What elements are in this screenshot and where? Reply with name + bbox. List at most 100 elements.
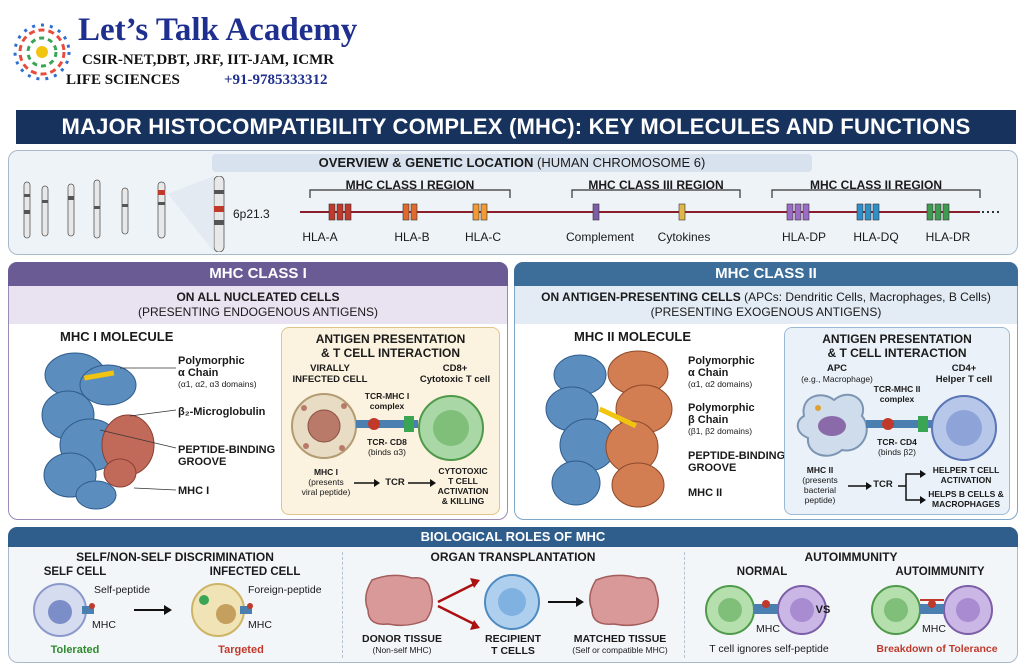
class1-molecule-title: MHC I MOLECULE [60,329,174,344]
class2-sub2: (PRESENTING EXOGENOUS ANTIGENS) [650,305,882,319]
mhc1-groove-label: PEPTIDE-BINDING [178,444,276,456]
class2-flow-mhc-2: (presents [802,475,838,485]
mhc1-b2m-label: β₂-Microglobulin [178,406,266,418]
virus-nucleus [307,409,341,443]
mhc2-beta-domains: (β1, β2 domains) [688,426,753,436]
autoimmunity-title: AUTOIMMUNITY [804,550,898,564]
class1-infected-cell-label: VIRALLY [310,363,350,374]
mhc1-alpha-domains: (α1, α2, α3 domains) [178,379,257,389]
overview-heading: OVERVIEW & GENETIC LOCATION (HUMAN CHROM… [212,154,812,172]
chromosome-3 [67,183,75,237]
class1-complex-label: TCR-MHC I [364,391,410,401]
class2-flow-outcome-1: HELPER T CELL [932,465,1000,475]
donor-tissue-sub: (Non-self MHC) [372,645,432,655]
class2-flow-outcome-2: HELPS B CELLS & [928,489,1004,499]
class1-complex-label-2: complex [369,401,405,411]
gene-block-hla-dp [794,203,802,221]
autoimmunity-label: AUTOIMMUNITY [895,566,985,578]
self-peptide-label: Self-peptide [94,584,151,596]
self-nonself-title: SELF/NON-SELF DISCRIMINATION [76,550,274,564]
class2-interaction-diagram [796,393,997,461]
matched-tissue-icon [589,574,659,627]
gene-block-hla-dp [802,203,810,221]
academy-logo-icon [13,23,71,81]
mhc1-leader-lines [100,367,177,491]
breakdown-label: Breakdown of Tolerance [876,643,998,655]
transplant-title: ORGAN TRANSPLANTATION [430,550,596,564]
infected-cell-label: INFECTED CELL [209,566,301,578]
class2-flow-tcr: TCR [873,479,893,490]
matched-tissue-label: MATCHED TISSUE [573,633,667,645]
mhc1-groove-label-2: GROOVE [178,456,227,468]
mhc1-peptide [83,370,115,381]
class1-cd8-binding: (binds α3) [368,447,406,457]
class2-flow-mhc-4: peptide) [804,495,836,505]
class1-ap-title-2: & T CELL INTERACTION [320,346,461,360]
gene-hla-dr: HLA-DR [925,230,971,244]
auto-mhc-label: MHC [922,623,946,635]
class1-infected-cell-label-2: INFECTED CELL [292,374,368,385]
class2-tcell-label: CD4+ [951,363,977,374]
class2-complex-label: TCR-MHC II [873,384,921,394]
class1-interaction-diagram [291,393,484,461]
gene-block-hla-dq [864,203,872,221]
chromosome-6-large [213,176,225,252]
class1-flow-outcome-3: ACTIVATION [437,486,489,496]
gene-block-hla-dr [926,203,934,221]
roles-divider-2 [684,552,685,658]
gene-complement: Complement [565,230,635,244]
class2-header: MHC CLASS II [514,262,1018,286]
chromosome-2 [41,185,49,237]
class3-bracket [571,189,741,198]
gene-hla-c: HLA-C [464,230,501,244]
class1-sub1: ON ALL NUCLEATED CELLS [176,290,340,304]
gene-hla-dp: HLA-DP [781,230,826,244]
mhc2-alpha-chain [545,354,617,506]
class1-header: MHC CLASS I [8,262,508,286]
class2-bracket [771,189,981,198]
class2-ap-title-2: & T CELL INTERACTION [827,346,967,360]
matched-tissue-sub: (Self or compatible MHC) [572,645,668,655]
mhc2-alpha-label-2: α Chain [688,367,729,379]
class1-flow-mhc-2: (presents [308,477,344,487]
class1-flow-outcome: CYTOTOXIC [438,466,488,476]
class1-ap-title: ANTIGEN PRESENTATION [315,332,466,346]
mhc2-protein-structure [545,350,673,508]
infected-mhc-label: MHC [248,619,272,631]
zoom-wedge [165,176,214,252]
gene-block-hla-dp [786,203,794,221]
donor-tissue-label: DONOR TISSUE [362,633,442,645]
class1-bracket [309,189,511,198]
overview-title: OVERVIEW & GENETIC LOCATION [318,155,534,170]
class2-flow-mhc-3: bacterial [803,485,837,495]
tcr-mhc1-complex [356,420,418,428]
class2-region-label: MHC CLASS II REGION [809,178,942,192]
class1-subheader-bg [9,286,507,324]
foreign-peptide-label: Foreign-peptide [248,584,322,596]
overview-title-suffix: (HUMAN CHROMOSOME 6) [537,155,706,170]
gene-hla-a: HLA-A [302,230,338,244]
class2-tcell-label-2: Helper T cell [935,374,993,385]
mhc1-protein-structure [41,352,155,510]
gene-block-hla-c [480,203,488,221]
roles-divider-1 [342,552,343,658]
class1-flow-mhc-3: viral peptide) [301,487,351,497]
class3-region-label: MHC CLASS III REGION [588,178,724,192]
self-nonself-diagram [33,583,253,637]
mhc2-alpha-domains: (α1, α2 domains) [688,379,753,389]
tcr-mhc2-complex [866,420,932,428]
gene-hla-b: HLA-B [394,230,430,244]
gene-block-hla-c [472,203,480,221]
chromosome-5 [121,187,129,235]
mhc1-name-label: MHC I [178,485,210,497]
gene-block-hla-a [336,203,344,221]
mhc2-alpha-label: Polymorphic [688,355,755,367]
class1-tcell-label: CD8+ [442,363,468,374]
tolerated-label: Tolerated [50,644,100,656]
gene-block-hla-a [328,203,336,221]
gene-cytokines: Cytokines [657,230,711,244]
gene-block-complement [592,203,600,221]
donor-tissue-icon [365,574,433,627]
autoimmunity-diagram [705,585,993,635]
class1-flow-outcome-4: & KILLING [441,496,485,506]
